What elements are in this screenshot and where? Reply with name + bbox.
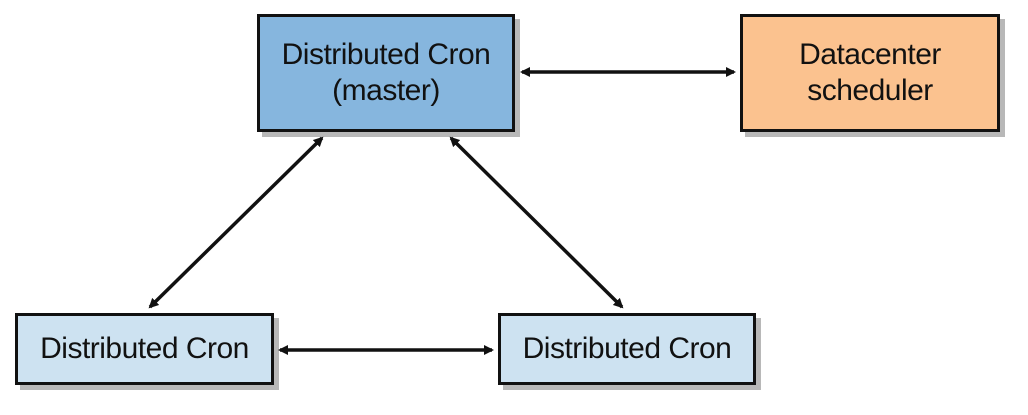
node-scheduler-label-line2: scheduler <box>807 74 933 107</box>
node-distributed-cron-right: Distributed Cron <box>498 313 756 385</box>
node-distributed-cron-master: Distributed Cron (master) <box>257 14 515 132</box>
node-scheduler-label-line1: Datacenter <box>799 38 941 71</box>
edge-master-worker-left <box>148 136 324 309</box>
node-master-label-line1: Distributed Cron <box>281 38 491 71</box>
edge-master-worker-right <box>449 136 624 309</box>
node-left-label: Distributed Cron <box>40 332 249 365</box>
node-master-label-line2: (master) <box>332 74 440 107</box>
node-distributed-cron-left: Distributed Cron <box>15 313 274 385</box>
node-datacenter-scheduler: Datacenter scheduler <box>740 14 1000 132</box>
node-right-label: Distributed Cron <box>522 332 732 365</box>
